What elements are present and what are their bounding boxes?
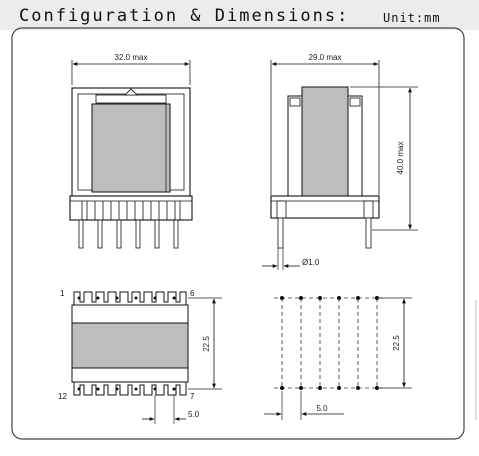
side-base [270,195,380,219]
pin-number-6: 6 [190,289,195,298]
pin-diameter-label: Ø1.0 [302,258,320,267]
side-base-slot-left [276,200,287,219]
bottom-row-spacing-label: 22.5 [202,336,211,352]
side-clip-right [349,97,361,107]
outer-border [11,27,465,440]
bottom-top-pin-dots [77,296,176,300]
bottom-core [71,322,189,369]
pin-number-1: 1 [60,289,65,298]
pin-number-12: 12 [58,392,67,401]
side-bobbin-left [287,95,303,197]
front-core [91,103,171,193]
front-view: 32.0 max [69,53,193,249]
front-pins [78,219,179,249]
front-base [69,195,193,221]
bottom-frame-bottom [71,367,189,383]
side-bobbin-right [347,95,363,197]
bottom-top-pin-row [73,291,187,306]
bottom-view: 1 6 12 7 [58,289,222,424]
side-clip-left [289,97,301,107]
side-pin-right [365,217,372,249]
side-width-label: 29.0 max [309,53,342,62]
side-pin-left [277,217,284,249]
pin-number-7: 7 [190,392,195,401]
bottom-bottom-pin-dots [77,387,176,391]
pcb-pin-pitch-label: 5.0 [316,404,328,413]
front-top-clip [95,94,167,104]
page-title: Configuration & Dimensions: [19,6,350,26]
side-view: 29.0 max 40.0 max [262,53,418,270]
side-height-label: 40.0 max [396,142,405,175]
pcb-layout: 22.5 5.0 [264,296,412,420]
bottom-frame-top [71,304,189,324]
front-width-label: 32.0 max [115,53,148,62]
front-base-ribs [81,201,181,220]
bottom-pin-pitch-label: 5.0 [188,410,200,419]
pcb-dashed-rows [274,297,385,389]
pcb-row-spacing-label: 22.5 [392,335,401,351]
pcb-dashed-columns [281,298,378,388]
bottom-bottom-pin-row [73,381,187,396]
front-top-notch [124,88,138,96]
side-base-slot-right [363,200,374,219]
unit-label: Unit:mm [383,11,441,25]
header-band [0,0,479,30]
pcb-pin-holes [280,296,379,390]
